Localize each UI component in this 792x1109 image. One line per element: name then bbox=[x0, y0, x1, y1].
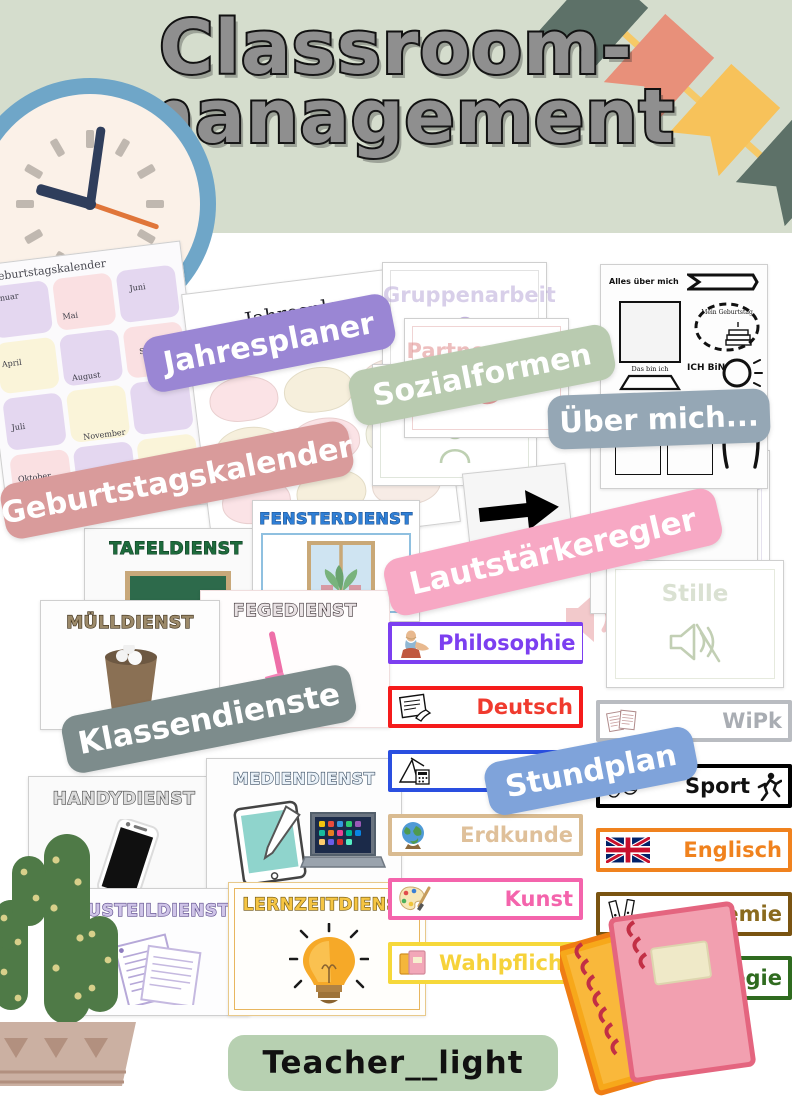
uk-flag-icon bbox=[606, 837, 650, 863]
sticker-label: Über mich... bbox=[558, 398, 760, 440]
birthday-dashed-bubble-icon bbox=[694, 302, 760, 352]
worksheets-icon bbox=[113, 933, 202, 1005]
subject-label: Kunst bbox=[504, 887, 573, 911]
books-icon bbox=[399, 950, 426, 975]
right-arrow-icon bbox=[478, 490, 559, 530]
globe-icon bbox=[402, 822, 424, 849]
footer-handle-label: Teacher__light bbox=[262, 1045, 524, 1081]
sozialform-card-stille[interactable]: Stille bbox=[606, 560, 784, 688]
planner-month-cell bbox=[281, 363, 356, 417]
calendar-month-label: Juli bbox=[11, 421, 26, 433]
dienst-label: TAFELDIENST bbox=[109, 538, 243, 559]
geometry-calculator-icon bbox=[398, 757, 430, 785]
sticker-ueber-mich[interactable]: Über mich... bbox=[547, 388, 771, 450]
banner-ribbon-icon bbox=[687, 273, 759, 291]
subject-label: Wahlpflicht bbox=[439, 951, 573, 975]
shine-circle-icon bbox=[722, 358, 763, 388]
dienst-label: FENSTERDIENST bbox=[259, 508, 413, 528]
worksheet-name-label: ICH BiN bbox=[687, 363, 726, 373]
smartphone-icon bbox=[97, 819, 159, 901]
lightbulb-icon bbox=[289, 923, 369, 1004]
subject-card-wahlpflicht[interactable]: Wahlpflicht bbox=[388, 942, 583, 984]
philosopher-icon bbox=[401, 630, 429, 658]
palette-brush-icon bbox=[399, 886, 431, 911]
dienst-label: HANDYDIENST bbox=[52, 788, 196, 809]
subject-label: WiPk bbox=[722, 709, 782, 733]
dienst-label: FEGEDIENST bbox=[232, 600, 357, 621]
trash-bin-icon bbox=[105, 645, 157, 719]
footer-handle-badge[interactable]: Teacher__light bbox=[228, 1035, 558, 1091]
subject-card-kunst[interactable]: Kunst bbox=[388, 878, 583, 920]
dienst-label: AUSTEILDIENST bbox=[74, 900, 230, 921]
newspapers-icon bbox=[606, 709, 637, 733]
calendar-month-cell bbox=[0, 280, 54, 339]
subject-label: Philosophie bbox=[438, 631, 576, 655]
dienst-label: MÜLLDIENST bbox=[66, 612, 194, 633]
subject-card-philosophie[interactable]: Philosophie bbox=[388, 622, 583, 664]
spiral-notebooks-decoration bbox=[555, 900, 780, 1100]
dienst-card-lernzeitdienst[interactable]: LERNZEITDIENST bbox=[228, 882, 426, 1016]
subject-card-englisch[interactable]: Englisch bbox=[596, 828, 792, 872]
calendar-month-cell bbox=[115, 264, 181, 323]
notebook-hand-icon bbox=[398, 693, 432, 722]
tablet-laptop-icon bbox=[233, 800, 387, 885]
sozialform-label: Stille bbox=[661, 581, 729, 607]
page-title: Classroom- management bbox=[115, 5, 676, 160]
subject-card-wipk[interactable]: WiPk bbox=[596, 700, 792, 742]
birthday-cake-icon bbox=[725, 322, 752, 346]
dienst-label: LERNZEITDIENST bbox=[242, 894, 412, 915]
arrow-card[interactable] bbox=[461, 462, 575, 558]
worksheet-birthday-label: Mein Geburtstag bbox=[701, 309, 753, 316]
subject-label: Englisch bbox=[683, 838, 782, 862]
calendar-month-cell bbox=[51, 272, 117, 331]
subject-card-erdkunde[interactable]: Erdkunde bbox=[388, 814, 583, 856]
sozialform-label: Gruppenarbeit bbox=[383, 283, 556, 307]
ueber-mich-worksheet[interactable]: Alles über mich Das bin ich Mein Geburts… bbox=[600, 264, 768, 489]
subject-label: Sport bbox=[685, 774, 750, 798]
worksheet-photo-box bbox=[619, 301, 681, 363]
muted-speaker-icon bbox=[669, 623, 721, 663]
worksheet-name-banner-icon bbox=[619, 374, 681, 391]
subject-card-deutsch[interactable]: Deutsch bbox=[388, 686, 583, 728]
worksheet-photo-label: Das bin ich bbox=[631, 365, 669, 373]
worksheet-title: Alles über mich bbox=[609, 277, 679, 286]
runner-icon bbox=[757, 772, 782, 801]
subject-label: Deutsch bbox=[476, 695, 573, 719]
dienst-card-mediendienst[interactable]: MEDIENDIENST bbox=[206, 758, 402, 894]
dienst-label: MEDIENDIENST bbox=[232, 768, 376, 788]
potted-cactus-decoration bbox=[0, 790, 166, 1090]
calendar-month-label: Mai bbox=[61, 310, 79, 322]
subject-label: Erdkunde bbox=[460, 823, 573, 847]
calendar-month-cell bbox=[2, 392, 67, 451]
